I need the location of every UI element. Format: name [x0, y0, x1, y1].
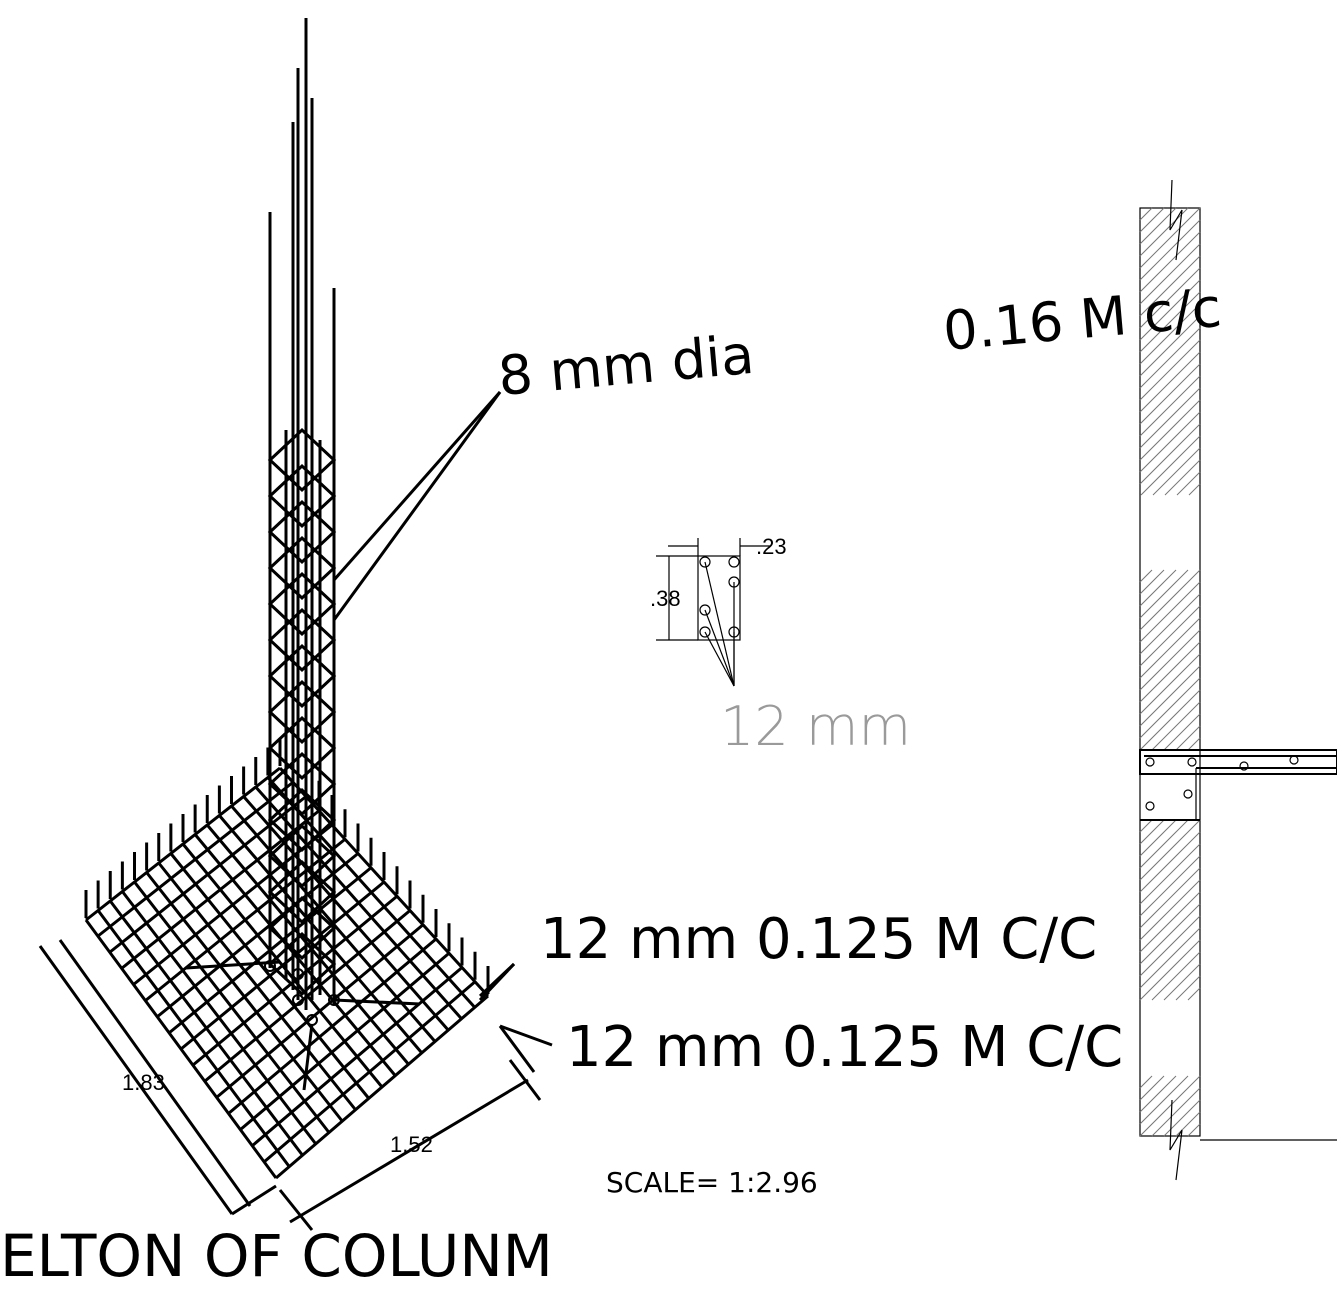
- column-width-dim: .23: [756, 534, 787, 559]
- drawing-title: ELTON OF COLUNM: [0, 1222, 553, 1290]
- scale-label: SCALE= 1:2.96: [606, 1166, 818, 1199]
- footing-bar-label-2: 12 mm 0.125 M C/C: [566, 1015, 1123, 1080]
- leader-lines: [185, 391, 553, 1091]
- wall-hatch: [1139, 207, 1201, 1137]
- main-bar-label: 12 mm: [720, 695, 911, 758]
- wall-section: [1139, 179, 1337, 1181]
- footing-mesh: [84, 766, 490, 1180]
- footing-dimension-lines: [38, 939, 542, 1231]
- column-skeleton: [38, 18, 553, 1231]
- stirrup-spacing-label: 0.16 M c/c: [941, 276, 1224, 363]
- column-depth-dim: .38: [650, 586, 681, 611]
- column-section: [656, 538, 770, 687]
- stirrup-label: 8 mm dia: [496, 323, 757, 408]
- footing-hooks: [84, 738, 490, 994]
- footing-bar-label-1: 12 mm 0.125 M C/C: [540, 907, 1097, 972]
- footing-width-dim: 1.52: [390, 1132, 433, 1157]
- footing-length-dim: 1.83: [122, 1070, 165, 1095]
